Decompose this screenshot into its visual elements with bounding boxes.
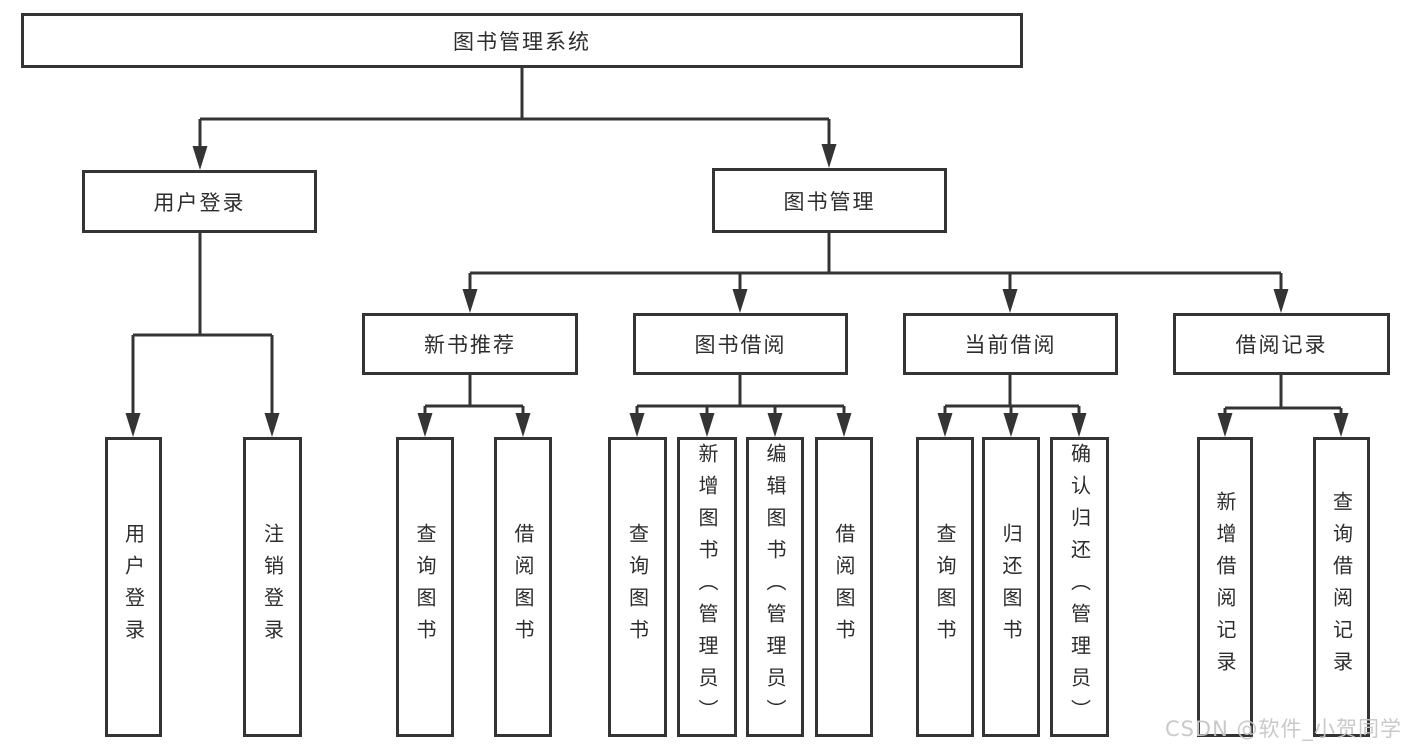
node-label: 新书推荐: [424, 333, 516, 357]
node-borrowing-records: 借阅记录: [1173, 313, 1390, 375]
node-new-book-recommend: 新书推荐: [362, 313, 578, 375]
leaf-add-book-admin: 新增图书（管理员）: [677, 437, 737, 737]
node-label: 当前借阅: [964, 333, 1057, 357]
node-current-borrowing: 当前借阅: [903, 313, 1118, 375]
node-book-borrowing: 图书借阅: [633, 313, 848, 375]
node-label: 用户登录: [153, 190, 246, 215]
leaf-label: 借阅图书: [511, 523, 535, 651]
node-label: 借阅记录: [1235, 333, 1328, 357]
leaf-label: 确认归还（管理员）: [1067, 443, 1092, 731]
leaf-borrow-book-recommend: 借阅图书: [494, 437, 552, 737]
leaf-confirm-return-admin: 确认归还（管理员）: [1050, 437, 1109, 737]
leaf-query-book-borrowing: 查询图书: [608, 437, 667, 737]
node-label: 图书管理系统: [453, 29, 591, 54]
node-user-login: 用户登录: [82, 170, 317, 233]
leaf-return-book: 归还图书: [982, 437, 1040, 737]
leaf-label: 新增图书（管理员）: [695, 443, 719, 731]
leaf-label: 注销登录: [260, 523, 285, 651]
leaf-logout: 注销登录: [243, 437, 302, 737]
leaf-label: 用户登录: [121, 523, 146, 651]
leaf-label: 查询图书: [625, 523, 650, 651]
leaf-label: 查询借阅记录: [1329, 491, 1354, 683]
leaf-label: 编辑图书（管理员）: [763, 443, 787, 731]
watermark: CSDN @软件_小贺同学: [1164, 717, 1402, 741]
leaf-label: 归还图书: [999, 523, 1023, 651]
leaf-add-borrow-record: 新增借阅记录: [1197, 437, 1253, 737]
leaf-query-borrow-record: 查询借阅记录: [1313, 437, 1370, 737]
leaf-label: 查询图书: [933, 523, 957, 651]
node-book-management: 图书管理: [712, 168, 947, 233]
leaf-query-book-current: 查询图书: [916, 437, 974, 737]
leaf-query-book-recommend: 查询图书: [396, 437, 454, 737]
arrowheads: [125, 144, 1349, 437]
node-library-management-system: 图书管理系统: [21, 13, 1023, 68]
leaf-user-login: 用户登录: [105, 437, 162, 737]
node-label: 图书借阅: [694, 333, 787, 357]
node-label: 图书管理: [783, 189, 876, 214]
connector-lines: [131, 68, 1343, 419]
leaf-edit-book-admin: 编辑图书（管理员）: [746, 437, 804, 737]
leaf-borrow-book-borrowing: 借阅图书: [815, 437, 873, 737]
leaf-label: 查询图书: [413, 523, 437, 651]
leaf-label: 新增借阅记录: [1213, 491, 1237, 683]
leaf-label: 借阅图书: [832, 523, 856, 651]
